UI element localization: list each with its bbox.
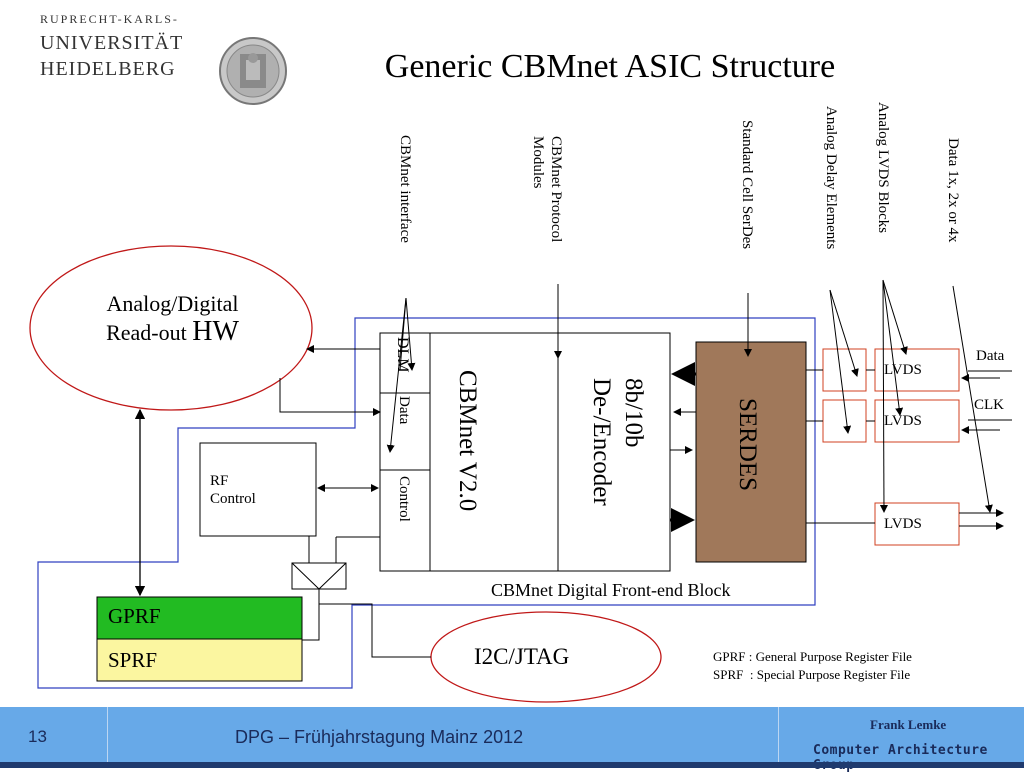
label-cbmnet-interface: CBMnet interface [397,135,413,243]
control-label: Control [396,476,412,522]
group-name: Computer Architecture Group [813,743,988,773]
label-analog-lvds: Analog LVDS Blocks [875,102,891,234]
i2c-jtag-label: I2C/JTAG [474,644,570,669]
label-standard-cell-serdes: Standard Cell SerDes [739,120,755,250]
footer-divider-2 [778,707,779,768]
encoder-line2: De-/Encoder [588,378,615,506]
lvds-box-2 [874,399,960,443]
page-number: 13 [28,727,47,746]
mux-symbol [291,562,347,590]
lvds-label-1: LVDS [884,362,922,378]
readout-hw: HW [192,316,239,347]
footer-bottom-strip [0,762,1024,768]
university-name-line2: HEIDELBERG [40,58,176,80]
asic-boundary [37,317,816,689]
footer-divider-1 [107,707,108,768]
footer-bar: 13 DPG – Frühjahrstagung Mainz 2012 Fran… [0,707,1024,773]
readout-line1: Analog/Digital [106,291,239,316]
readout-line2: Read-out HW [106,316,239,347]
readout-ellipse [29,245,313,411]
label-data-rate: Data 1x, 2x or 4x [945,138,961,243]
sprf-label: SPRF [108,648,158,672]
legend-gprf: GPRF : General Purpose Register File [713,649,912,664]
rf-line1: RF [210,473,229,489]
diagram-canvas [29,245,1012,703]
lvds-box-1 [874,348,960,392]
lvds-label-3: LVDS [884,516,922,532]
rf-control-label: RF Control [210,472,256,508]
label-cbmnet-protocol-modules: Modules [530,136,546,189]
dlm-label: DLM [394,337,411,373]
serdes-label: SERDES [734,398,761,492]
university-name-line1: UNIVERSITÄT [40,32,184,54]
rf-line2: Control [210,491,256,507]
frontend-box [379,332,671,572]
data-label: Data [396,396,412,425]
label-cbmnet-protocol: CBMnet Protocol [548,136,564,243]
slide-title: Generic CBMnet ASIC Structure [384,48,836,85]
serdes-box [695,341,807,563]
gprf-label: GPRF [108,604,161,628]
frontend-block-label: CBMnet Digital Front-end Block [491,580,731,600]
university-prefix: RUPRECHT-KARLS- [40,12,179,26]
conference-name: DPG – Frühjahrstagung Mainz 2012 [235,727,524,747]
lvds-label-2: LVDS [884,413,922,429]
encoder-line1: 8b/10b [620,378,647,448]
sprf-box [96,638,303,682]
cbmnet-v2-label: CBMnet V2.0 [454,370,481,512]
data-input-label: Data [976,348,1005,364]
university-seal-logo [218,36,288,106]
legend-sprf: SPRF : Special Purpose Register File [713,667,911,682]
author-name: Frank Lemke [870,717,947,732]
delay-element-1 [822,348,867,392]
clk-input-label: CLK [974,397,1004,413]
rf-control-box [199,442,317,537]
lvds-box-3 [874,502,960,546]
label-analog-delay: Analog Delay Elements [823,106,839,250]
readout-hw-label: Analog/Digital Read-out HW [60,290,285,347]
